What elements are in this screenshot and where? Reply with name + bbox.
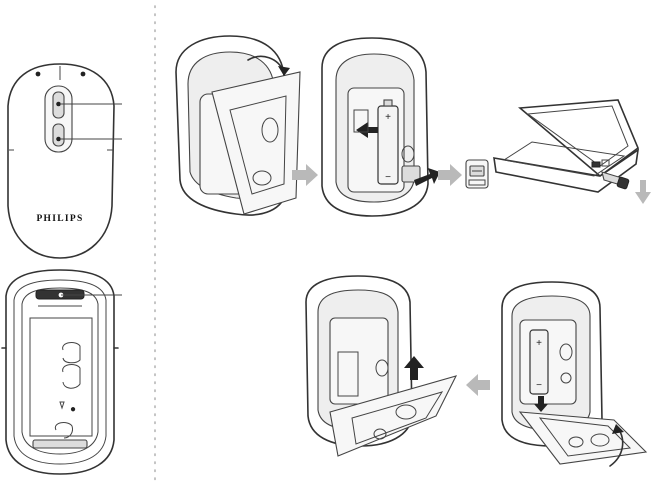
nano-receiver xyxy=(466,160,488,188)
center-button-dot xyxy=(56,137,61,142)
step-insert-battery: + − xyxy=(322,38,440,216)
step-open-cover xyxy=(176,36,300,215)
step-remove-battery: + − xyxy=(502,282,646,466)
mouse-top-view: PHILIPS xyxy=(8,64,122,258)
grey-left-arrow-icon xyxy=(466,374,490,396)
step-close-cover xyxy=(306,276,456,456)
svg-text:●: ● xyxy=(70,404,76,415)
mouse-bottom-view: ● xyxy=(2,270,122,474)
center-button xyxy=(53,124,64,146)
grey-right-arrow-icon xyxy=(438,164,462,186)
svg-text:−: − xyxy=(536,380,542,391)
usb-port xyxy=(592,162,600,167)
svg-text:+: + xyxy=(536,338,542,349)
battery-minus-sign: − xyxy=(385,172,391,183)
battery-plus-sign: + xyxy=(385,112,391,123)
top-indicator-dot xyxy=(81,72,86,77)
top-indicator-dot xyxy=(36,72,41,77)
scroll-wheel-dot xyxy=(56,102,61,107)
grey-down-arrow-icon xyxy=(635,180,651,204)
philips-logo: PHILIPS xyxy=(36,214,83,224)
